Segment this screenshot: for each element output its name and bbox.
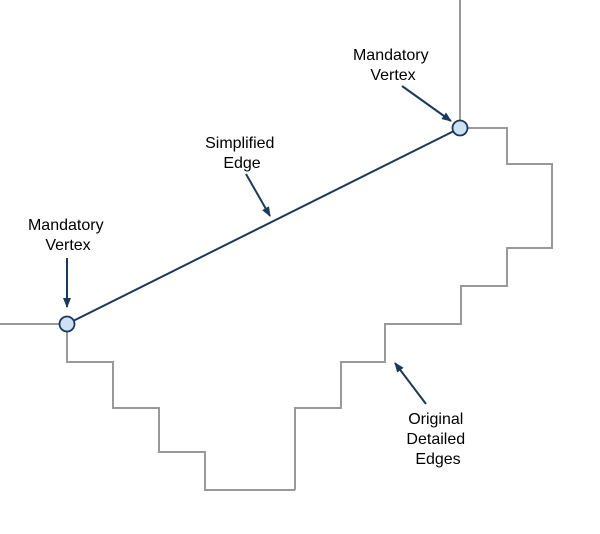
simplified-edge — [66, 127, 461, 325]
original-edge-staircase-left — [66, 324, 295, 491]
label-mandatory-vertex-top: Mandatory Vertex — [353, 47, 433, 84]
callout-arrows — [63, 85, 452, 405]
mandatory-vertex-top-marker — [451, 119, 469, 137]
arrow-to-simplified-edge — [245, 173, 271, 217]
mandatory-vertex-left-marker — [58, 315, 76, 333]
arrow-to-top-vertex — [401, 85, 452, 122]
original-edge-staircase-right — [294, 127, 553, 490]
label-mandatory-vertex-left: Mandatory Vertex — [28, 217, 108, 254]
original-detailed-edges — [0, 0, 553, 491]
label-original-detailed-edges: Original Detailed Edges — [406, 411, 469, 468]
arrow-to-original-edges — [394, 362, 427, 405]
label-simplified-edge: Simplified Edge — [205, 135, 279, 172]
